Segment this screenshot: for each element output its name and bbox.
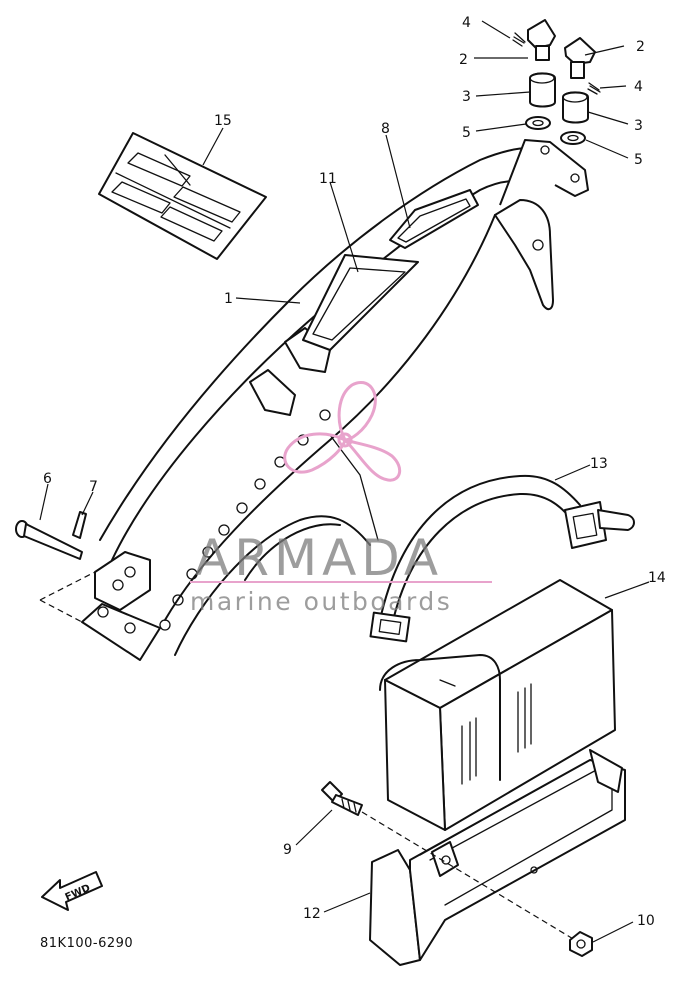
callout-9: 9 — [283, 842, 292, 858]
callout-2-right: 2 — [636, 39, 645, 55]
callout-15: 15 — [214, 113, 232, 129]
diagram-part-code: 81K100-6290 — [40, 936, 133, 951]
callout-14: 14 — [648, 570, 666, 586]
watermark: ARMADA marine outboards — [190, 381, 492, 616]
callout-2-left: 2 — [459, 52, 468, 68]
part-6-hinge-pin — [15, 520, 83, 560]
callout-11: 11 — [319, 171, 337, 187]
part-1-main-cover — [81, 139, 589, 661]
part-9-bolt — [321, 781, 363, 816]
callout-3-left: 3 — [462, 89, 471, 105]
knob-assembly-right — [560, 37, 601, 145]
knob-assembly-left — [512, 19, 556, 130]
fwd-arrow-icon: FWD — [41, 871, 103, 911]
callout-4-right: 4 — [634, 79, 643, 95]
watermark-brand: ARMADA — [195, 529, 443, 587]
part-15-decal-sheet — [98, 132, 267, 260]
part-12-battery-tray — [369, 749, 626, 966]
callout-labels: 4 2 2 4 3 3 5 5 15 8 11 1 6 7 13 14 9 12… — [43, 15, 666, 929]
callout-3-right: 3 — [634, 118, 643, 134]
watermark-tagline: marine outboards — [190, 587, 452, 616]
callout-8: 8 — [381, 121, 390, 137]
callout-5-left: 5 — [462, 125, 471, 141]
callout-1: 1 — [224, 291, 233, 307]
part-8-decal — [389, 189, 479, 249]
part-13-strap — [369, 474, 635, 643]
leader-lines — [39, 20, 650, 943]
callout-4-top: 4 — [462, 15, 471, 31]
callout-6: 6 — [43, 471, 52, 487]
part-11-decal — [302, 254, 419, 351]
callout-7: 7 — [89, 479, 98, 495]
part-10-nut — [569, 931, 593, 957]
callout-10: 10 — [637, 913, 655, 929]
propeller-logo-icon — [283, 381, 402, 482]
part-14-battery-box — [379, 579, 616, 831]
callout-5-right: 5 — [634, 152, 643, 168]
callout-12: 12 — [303, 906, 321, 922]
callout-13: 13 — [590, 456, 608, 472]
part-7-clip — [72, 511, 87, 539]
